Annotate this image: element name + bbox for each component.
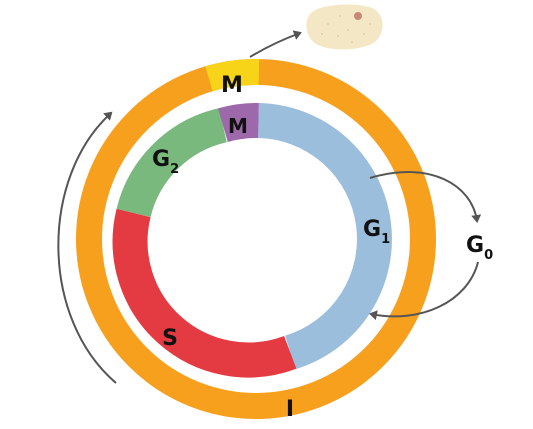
g0-label: G0 xyxy=(466,233,493,263)
mitosis-inner-segment xyxy=(218,103,259,143)
g1-phase-segment xyxy=(257,103,392,370)
g0-subscript: 0 xyxy=(484,248,493,263)
g2-label: G2 xyxy=(152,147,179,177)
g1-subscript: 1 xyxy=(381,232,390,247)
mitosis-outer-segment xyxy=(205,59,260,92)
g0-main: G xyxy=(466,233,484,258)
g2-main: G xyxy=(152,147,170,172)
s-phase-segment xyxy=(112,208,297,378)
mitosis-outer-label: M xyxy=(221,73,243,98)
g1-main: G xyxy=(363,217,381,242)
g1-label: G1 xyxy=(363,217,390,247)
cycle-direction-arrow xyxy=(57,111,117,384)
g2-subscript: 2 xyxy=(170,162,179,177)
g0-return-arrow xyxy=(369,261,479,321)
mitosis-inner-label: M xyxy=(228,114,248,138)
cell-nucleus xyxy=(354,12,362,20)
interphase-label: I xyxy=(286,397,294,422)
s-phase-label: S xyxy=(162,326,178,351)
cell-icon xyxy=(306,4,383,50)
cell-body xyxy=(306,4,383,50)
g2-phase-segment xyxy=(116,108,228,218)
g0-exit-arrow xyxy=(369,171,482,223)
division-arrow xyxy=(249,30,302,58)
